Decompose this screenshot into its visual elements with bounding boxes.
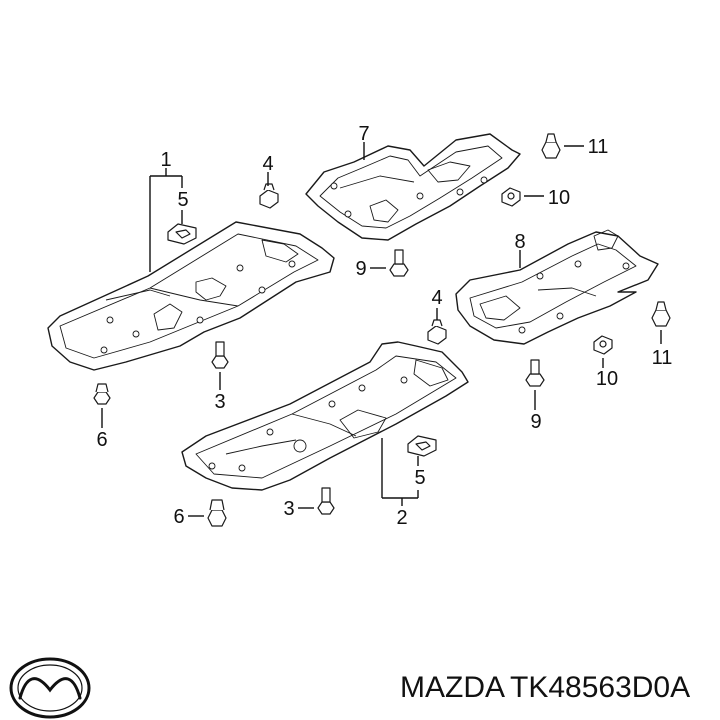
nut-10b-icon	[593, 335, 613, 355]
part-7-under-cover	[305, 133, 521, 241]
callout-9b: 9	[530, 411, 541, 433]
leader-lines	[101, 142, 662, 517]
callout-5b: 5	[414, 467, 425, 489]
callout-2: 2	[396, 507, 407, 529]
brand-name: MAZDA	[400, 671, 505, 704]
callout-4a: 4	[262, 153, 273, 175]
callout-5a: 5	[177, 189, 188, 211]
bolt-3a-icon	[211, 341, 229, 369]
part-2-under-cover	[181, 341, 469, 491]
nut-4b-icon	[427, 319, 447, 345]
callout-11a: 11	[588, 136, 609, 158]
callout-3b: 3	[283, 498, 294, 520]
callout-6b: 6	[173, 506, 184, 528]
fastener-6b-icon	[207, 499, 227, 527]
part-1-under-cover	[47, 221, 335, 371]
callout-8: 8	[514, 231, 525, 253]
fastener-6a-icon	[93, 383, 111, 405]
callout-7: 7	[358, 123, 369, 145]
clip-5a-icon	[167, 223, 197, 245]
bolt-9a-icon	[389, 249, 409, 277]
callout-3a: 3	[214, 391, 225, 413]
part-8-under-cover	[455, 229, 659, 345]
callout-9a: 9	[355, 258, 366, 280]
clip-11b-icon	[651, 301, 671, 327]
callout-1: 1	[160, 149, 171, 171]
bolt-3b-icon	[317, 487, 335, 515]
callout-10a: 10	[548, 187, 570, 209]
callout-6a: 6	[96, 429, 107, 451]
mazda-logo-icon	[9, 657, 91, 719]
part-number: TK48563D0A	[510, 671, 690, 704]
clip-5b-icon	[407, 435, 437, 457]
callout-11b: 11	[652, 347, 673, 369]
clip-11a-icon	[541, 133, 561, 159]
callout-4b: 4	[431, 287, 442, 309]
bolt-9b-icon	[525, 359, 545, 387]
callout-labels: 1 5 4 7 11 10 8 9 4 11 10 3 9 6 5 3 6 2	[96, 123, 672, 529]
nut-4a-icon	[259, 183, 279, 209]
nut-10a-icon	[501, 187, 521, 207]
callout-10b: 10	[596, 368, 618, 390]
